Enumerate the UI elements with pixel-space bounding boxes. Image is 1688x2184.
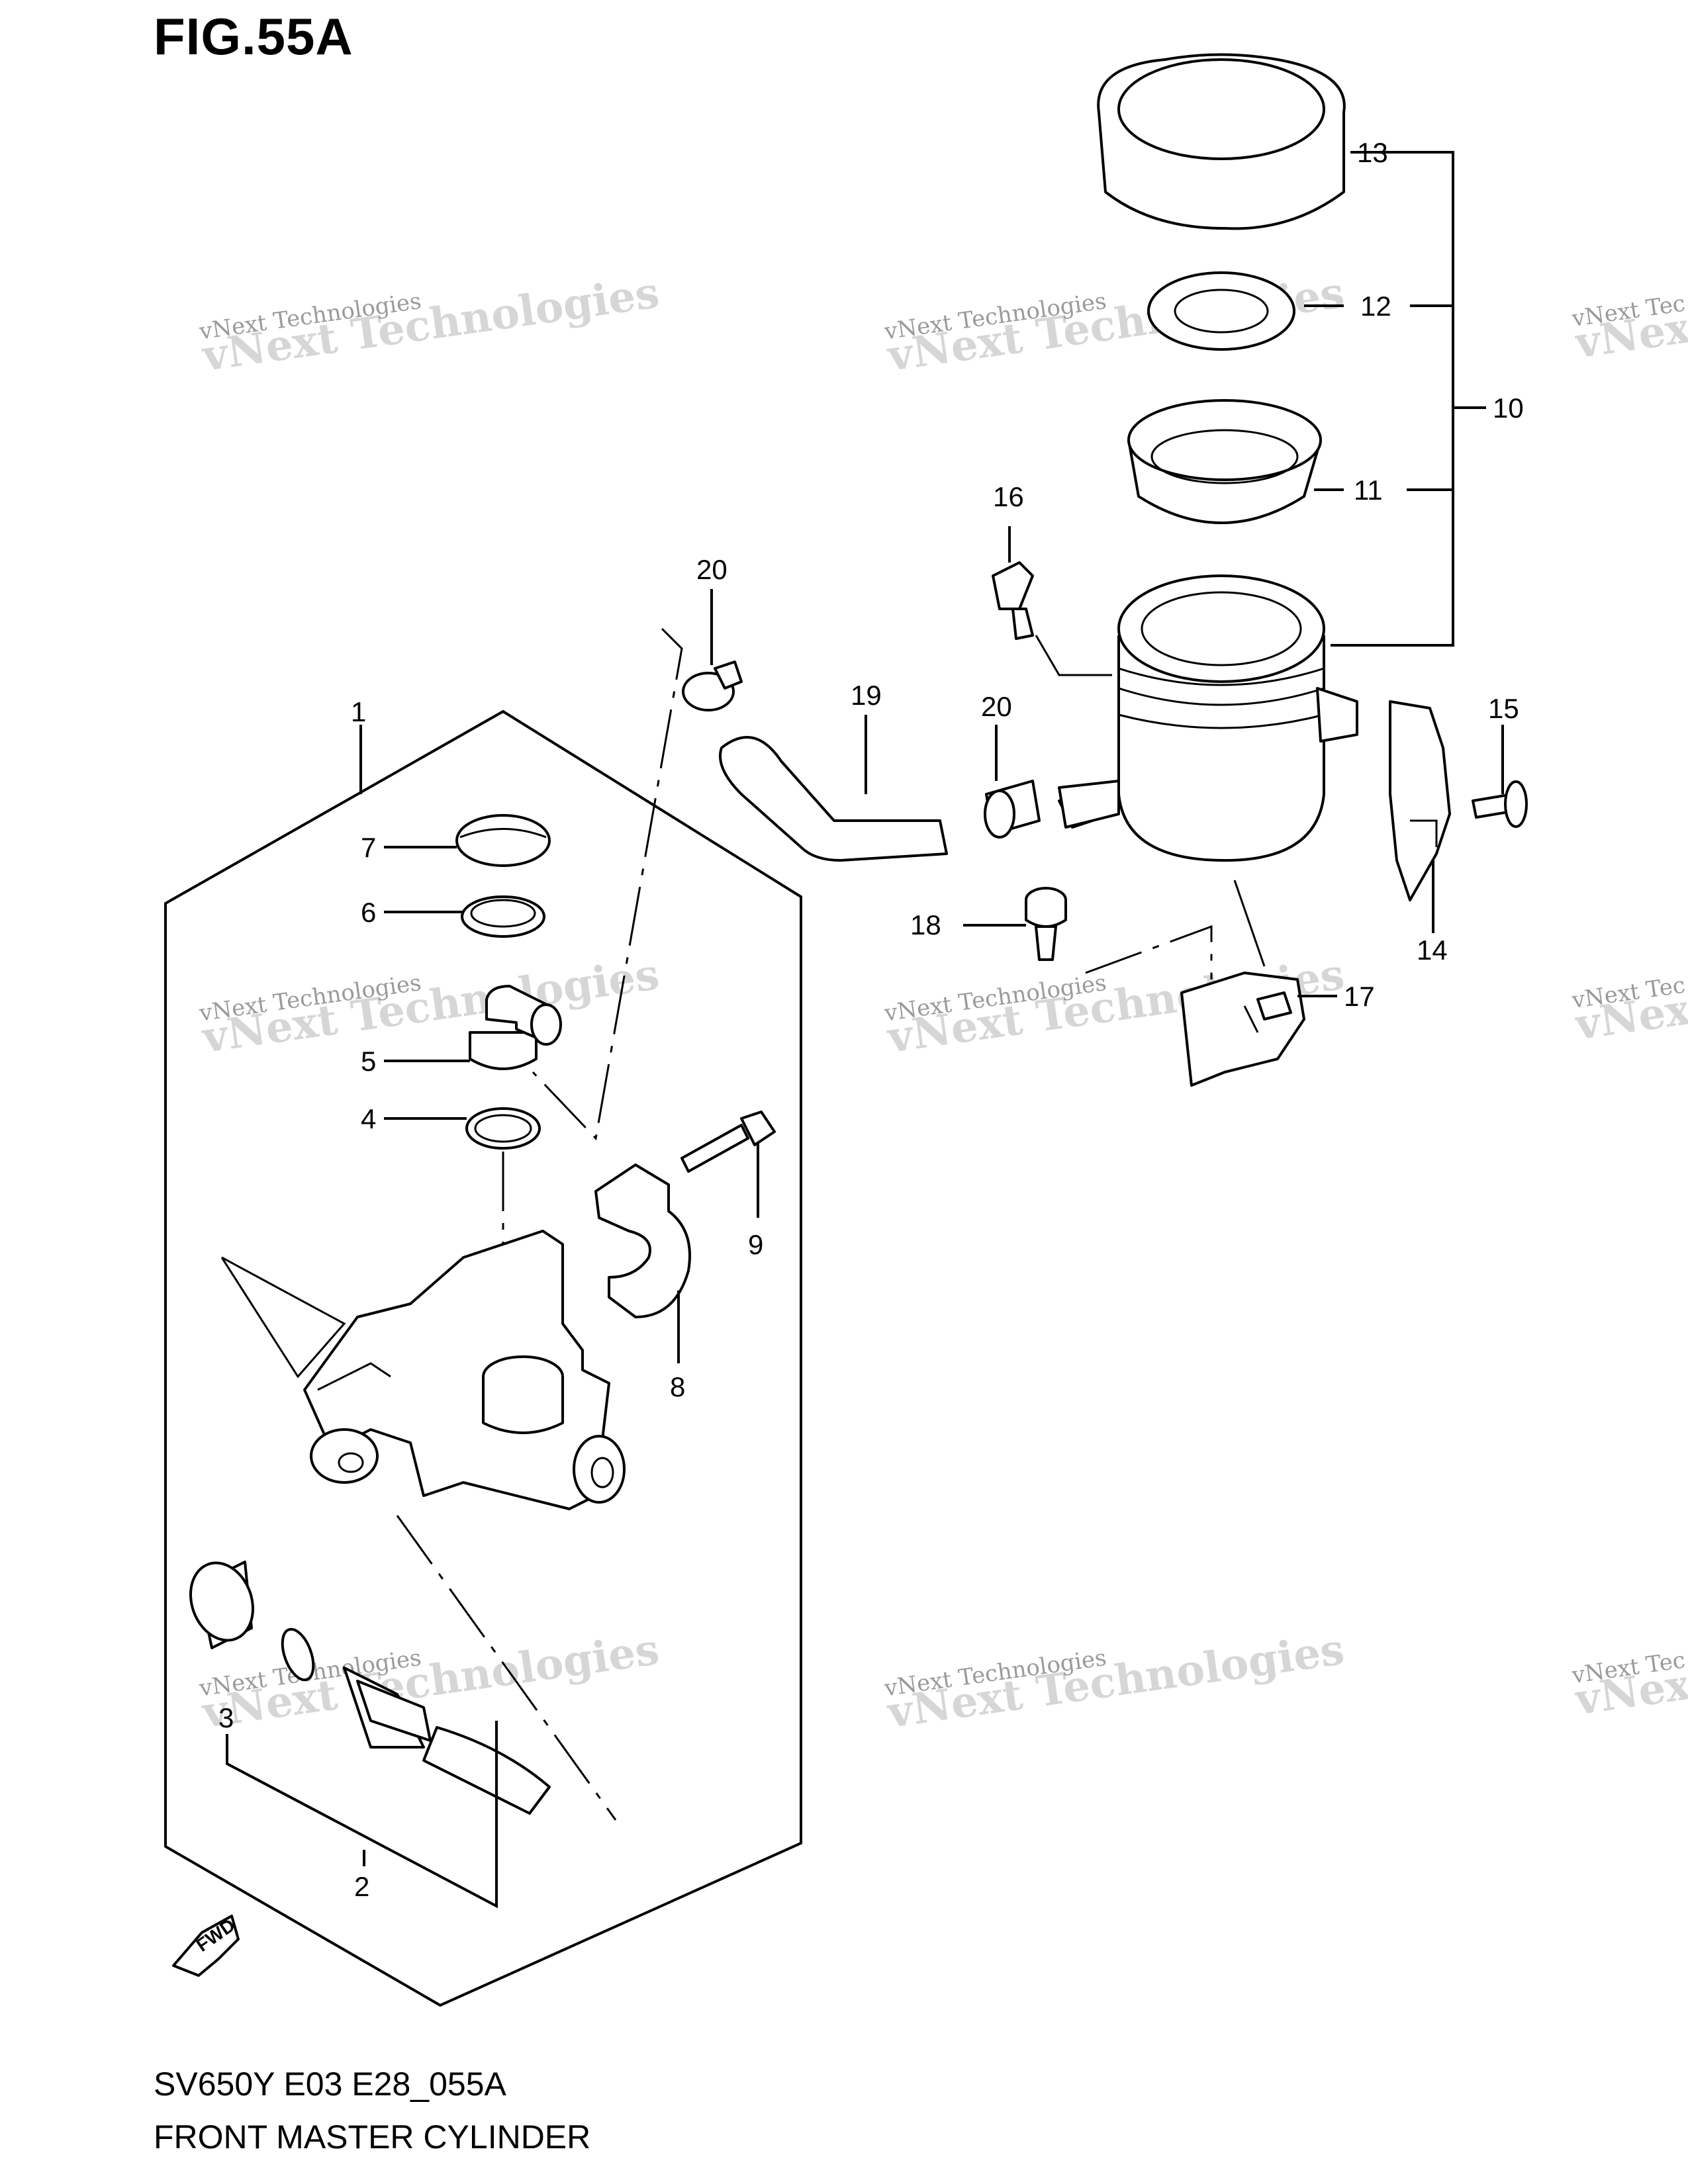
guide-line [220, 1256, 346, 1379]
callout-3: 3 [218, 1702, 234, 1733]
guide-line [396, 1515, 617, 1821]
callout-20: 20 [696, 554, 727, 585]
callout-9: 9 [748, 1229, 763, 1260]
part-18-bolt [1025, 887, 1067, 961]
part-10-reservoir-body [1058, 574, 1358, 862]
part-15-screw [1472, 780, 1528, 828]
part-17-bracket [1180, 972, 1305, 1087]
part-16-screw [992, 561, 1034, 640]
callout-6: 6 [361, 897, 376, 928]
callout-2: 2 [354, 1871, 369, 1902]
model-code: SV650Y E03 E28_055A [154, 2066, 506, 2103]
callout-14: 14 [1417, 934, 1448, 966]
part-4-o-ring [465, 1107, 541, 1150]
figure-title: FIG.55A [154, 7, 353, 66]
part-20-hose-clamp [682, 660, 743, 711]
part-14-cover [1389, 700, 1451, 901]
guide-line [532, 627, 683, 1141]
fwd-arrow-icon: FWD [172, 1915, 240, 1977]
callout-10: 10 [1493, 392, 1524, 424]
callout-17: 17 [1344, 981, 1375, 1012]
callout-8: 8 [670, 1371, 685, 1402]
callout-4: 4 [361, 1103, 376, 1134]
part-19-reservoir-hose [719, 736, 948, 862]
callout-16: 16 [993, 481, 1024, 512]
guide-line [1233, 880, 1266, 967]
part-5-elbow-connector [469, 985, 562, 1070]
part-9-bolt [680, 1111, 776, 1173]
part-12-diaphragm-plate [1147, 271, 1295, 351]
callout-13: 13 [1357, 137, 1388, 168]
part-3-boot [189, 1561, 255, 1649]
callout-bracket [226, 1721, 498, 1909]
guide-line [1085, 925, 1213, 979]
callout-7: 7 [361, 832, 376, 863]
callout-5: 5 [361, 1046, 376, 1077]
part-8-clamp [594, 1163, 691, 1318]
part-11-diaphragm [1127, 399, 1322, 524]
callout-1: 1 [351, 696, 366, 727]
callout-18: 18 [910, 909, 941, 940]
callout-bracket [1331, 151, 1454, 647]
part-1-master-cylinder-body [303, 1230, 626, 1510]
part-6-circlip [461, 895, 545, 938]
guide-line [1035, 635, 1112, 676]
part-2-piston-kit [281, 1627, 551, 1815]
callout-12: 12 [1360, 291, 1391, 322]
callout-20: 20 [981, 691, 1012, 722]
callout-15: 15 [1488, 693, 1519, 724]
callout-11: 11 [1354, 475, 1383, 506]
assembly-outline [164, 709, 802, 2007]
part-7-cap [455, 814, 551, 867]
callout-19: 19 [851, 680, 882, 711]
figure-name: FRONT MASTER CYLINDER [154, 2118, 591, 2156]
part-13-reservoir-cap [1097, 53, 1346, 230]
